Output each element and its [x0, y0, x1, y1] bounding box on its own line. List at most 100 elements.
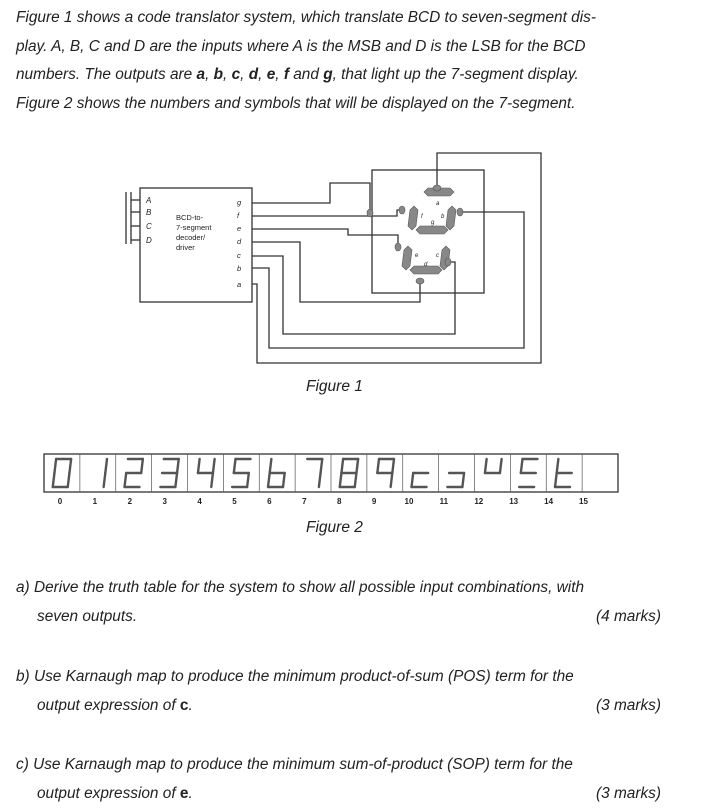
decoder-label-2: 7-segment	[176, 223, 212, 232]
digit-number: 14	[544, 497, 553, 506]
digit-number: 11	[440, 497, 449, 506]
segment-a	[423, 187, 455, 197]
digit-segment	[123, 471, 128, 489]
digit-segment	[461, 471, 466, 489]
intro-line-3: numbers. The outputs are a, b, c, d, e, …	[16, 66, 579, 84]
digit-segment	[410, 471, 415, 489]
wire-f	[252, 209, 402, 217]
question-a: a) Derive the truth table for the system…	[16, 573, 661, 631]
intro-line-1: Figure 1 shows a code translator system,…	[16, 9, 596, 26]
digit-segment	[389, 471, 394, 489]
segment-g	[415, 225, 449, 235]
segment-label-a: a	[436, 201, 440, 207]
output-label-d: d	[237, 237, 242, 246]
digit-segment	[391, 457, 396, 475]
segment-f	[407, 205, 419, 231]
wire-e	[252, 228, 399, 245]
digit-glyph	[446, 471, 466, 489]
digit-number: 8	[337, 497, 342, 506]
digit-segment	[51, 471, 56, 489]
digit-segment	[139, 457, 145, 475]
display-box	[371, 169, 485, 294]
digit-glyph	[410, 471, 430, 489]
digit-number: 4	[197, 497, 202, 506]
digit-number: 15	[579, 497, 588, 506]
question-c-output: e	[179, 785, 189, 802]
digit-segment	[102, 471, 107, 489]
wire-c	[252, 255, 456, 335]
digit-segment	[104, 457, 109, 475]
digit-segment	[174, 471, 179, 489]
digit-glyph	[102, 457, 109, 489]
output-label-c: c	[237, 251, 241, 260]
output-e: e	[266, 66, 276, 84]
segment-e	[401, 245, 413, 271]
segment-b	[445, 205, 457, 231]
digit-segment	[266, 471, 271, 489]
output-label-a: a	[237, 280, 241, 289]
segment-label-g: g	[431, 220, 435, 226]
segment-label-f: f	[421, 214, 424, 220]
digit-segment	[555, 457, 560, 475]
question-c-label: c)	[16, 756, 29, 773]
digit-segment	[281, 471, 286, 489]
digit-glyph	[159, 457, 180, 489]
input-label-d: D	[146, 236, 152, 245]
input-label-a: A	[145, 196, 151, 205]
intro-line-2: play. A, B, C and D are the inputs where…	[16, 37, 586, 55]
input-label-b: B	[146, 208, 152, 217]
question-b: b) Use Karnaugh map to produce the minim…	[16, 662, 661, 720]
output-label-g: g	[237, 198, 242, 207]
digit-glyph	[376, 457, 396, 489]
figure-1-caption: Figure 1	[306, 378, 363, 395]
segment-d	[409, 265, 443, 275]
digit-segment	[68, 457, 73, 475]
question-c-marks: (3 marks)	[596, 785, 661, 802]
digit-segment	[498, 457, 503, 475]
question-b-output: c	[179, 697, 189, 714]
digit-glyph	[230, 457, 252, 489]
digit-segment	[340, 457, 345, 475]
output-label-f: f	[237, 211, 240, 220]
digit-glyph	[266, 457, 286, 489]
digit-number: 12	[474, 497, 483, 506]
question-b-marks: (3 marks)	[596, 697, 661, 714]
wire-b	[252, 211, 525, 349]
digit-segment	[245, 471, 251, 489]
digit-segment	[232, 457, 237, 475]
digit-number: 6	[267, 497, 272, 506]
figure-1-diagram: A B C D BCD-to- 7-segment decoder/ drive…	[125, 152, 542, 364]
digit-glyph	[517, 457, 539, 489]
digit-segment	[211, 457, 216, 475]
intro-paragraph: Figure 1 shows a code translator system,…	[16, 4, 676, 118]
digit-number: 13	[509, 497, 518, 506]
wire-a	[252, 152, 542, 364]
digit-glyph	[338, 457, 360, 489]
digit-glyph	[306, 457, 324, 489]
output-f: f	[283, 66, 289, 84]
digit-segment	[66, 471, 71, 489]
digit-number: 10	[405, 497, 414, 506]
question-a-label: a)	[16, 579, 30, 596]
output-d: d	[248, 66, 259, 84]
digit-glyph	[553, 457, 573, 489]
digit-number: 1	[93, 497, 98, 506]
segment-label-b: b	[441, 214, 445, 220]
segment-label-c: c	[436, 253, 439, 259]
digit-segment	[483, 457, 488, 475]
output-c: c	[231, 66, 241, 84]
digit-segment	[355, 457, 360, 475]
digit-number: 7	[302, 497, 307, 506]
wire-d	[252, 241, 421, 303]
decoder-label-1: BCD-to-	[176, 213, 204, 222]
digit-segment	[317, 471, 322, 489]
digit-segment	[268, 457, 273, 475]
digit-segment	[553, 471, 558, 489]
segment-label-e: e	[415, 253, 419, 259]
figure-2-caption: Figure 2	[306, 519, 363, 536]
digit-glyph	[51, 457, 73, 489]
output-g: g	[323, 66, 333, 84]
digit-glyph	[196, 457, 216, 489]
digit-segment	[196, 457, 201, 475]
